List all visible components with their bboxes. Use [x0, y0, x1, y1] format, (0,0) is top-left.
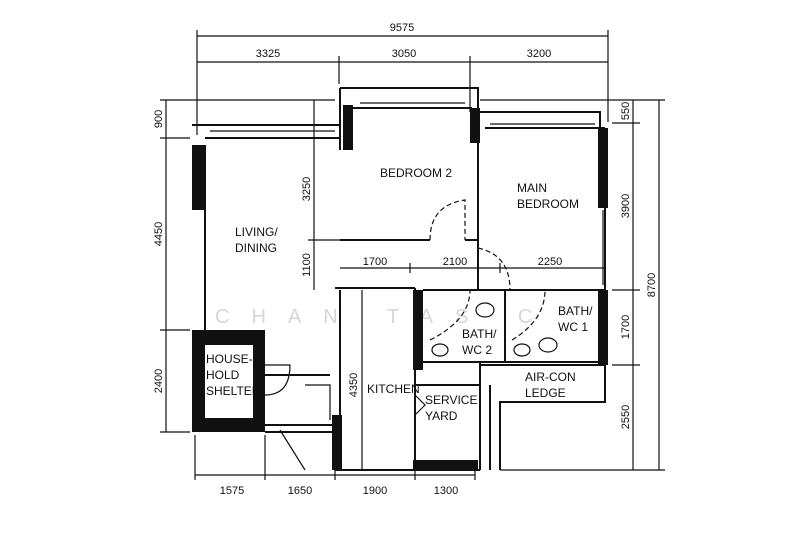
- dim-inner-2: 1100: [301, 253, 313, 277]
- dim-bottom-3: 1900: [363, 485, 387, 497]
- label-living-2: DINING: [235, 241, 277, 255]
- dim-right-1: 550: [620, 102, 632, 120]
- dim-inner-h-2: 2100: [443, 256, 467, 268]
- bottom-dimensions: 1575 1650 1900 1300: [194, 435, 476, 497]
- label-bath1-2: WC 1: [558, 320, 588, 334]
- top-dimensions: 9575 3325 3050 3200: [196, 22, 609, 135]
- label-service-yard-2: YARD: [425, 409, 458, 423]
- dim-inner-1: 3250: [301, 177, 313, 201]
- dim-left-3: 2400: [153, 369, 165, 393]
- label-service-yard-1: SERVICE: [425, 393, 477, 407]
- label-living-1: LIVING/: [235, 225, 278, 239]
- walls: [192, 87, 608, 471]
- label-bedroom-2: BEDROOM 2: [380, 166, 452, 180]
- label-kitchen: KITCHEN: [367, 382, 420, 396]
- dim-kitchen: 4350: [348, 373, 360, 397]
- dim-left-2: 4450: [153, 222, 165, 246]
- basin-icon: [513, 343, 531, 357]
- dim-bottom-2: 1650: [288, 485, 312, 497]
- dim-right-4: 2550: [620, 405, 632, 429]
- dim-right-2: 3900: [620, 194, 632, 218]
- dim-right-3: 1700: [620, 315, 632, 339]
- dim-bottom-1: 1575: [220, 485, 244, 497]
- dim-bottom-4: 1300: [434, 485, 458, 497]
- toilet-icon: [475, 302, 495, 318]
- label-aircon-1: AIR-CON: [525, 370, 576, 384]
- dim-top-1: 3325: [256, 48, 280, 60]
- label-shelter-3: SHELTER: [206, 384, 261, 398]
- right-dimensions: 550 3900 1700 2550 8700: [480, 99, 665, 471]
- label-main-bedroom-1: MAIN: [517, 181, 547, 195]
- dim-top-total: 9575: [390, 22, 414, 34]
- label-shelter-2: HOLD: [206, 368, 240, 382]
- basin-icon: [431, 343, 449, 357]
- label-shelter-1: HOUSE-: [206, 352, 253, 366]
- label-bath1-1: BATH/: [558, 304, 593, 318]
- dim-right-total: 8700: [646, 273, 658, 297]
- dim-top-2: 3050: [392, 48, 416, 60]
- label-main-bedroom-2: BEDROOM: [517, 197, 579, 211]
- label-bath2-1: BATH/: [462, 327, 497, 341]
- dim-inner-h-1: 1700: [363, 256, 387, 268]
- inner-horizontal-dimensions: 1700 2100 2250: [340, 256, 605, 273]
- dim-inner-h-3: 2250: [538, 256, 562, 268]
- label-bath2-2: WC 2: [462, 343, 492, 357]
- room-labels: BEDROOM 2 MAIN BEDROOM LIVING/ DINING HO…: [206, 166, 593, 423]
- dim-left-1: 900: [153, 110, 165, 128]
- label-aircon-2: LEDGE: [525, 386, 566, 400]
- toilet-icon: [538, 337, 558, 353]
- dim-top-3: 3200: [527, 48, 551, 60]
- left-dimensions: 900 4450 2400 3250 1100: [153, 99, 340, 433]
- doors: [264, 199, 558, 471]
- watermark: CHAN TAS C: [215, 306, 554, 328]
